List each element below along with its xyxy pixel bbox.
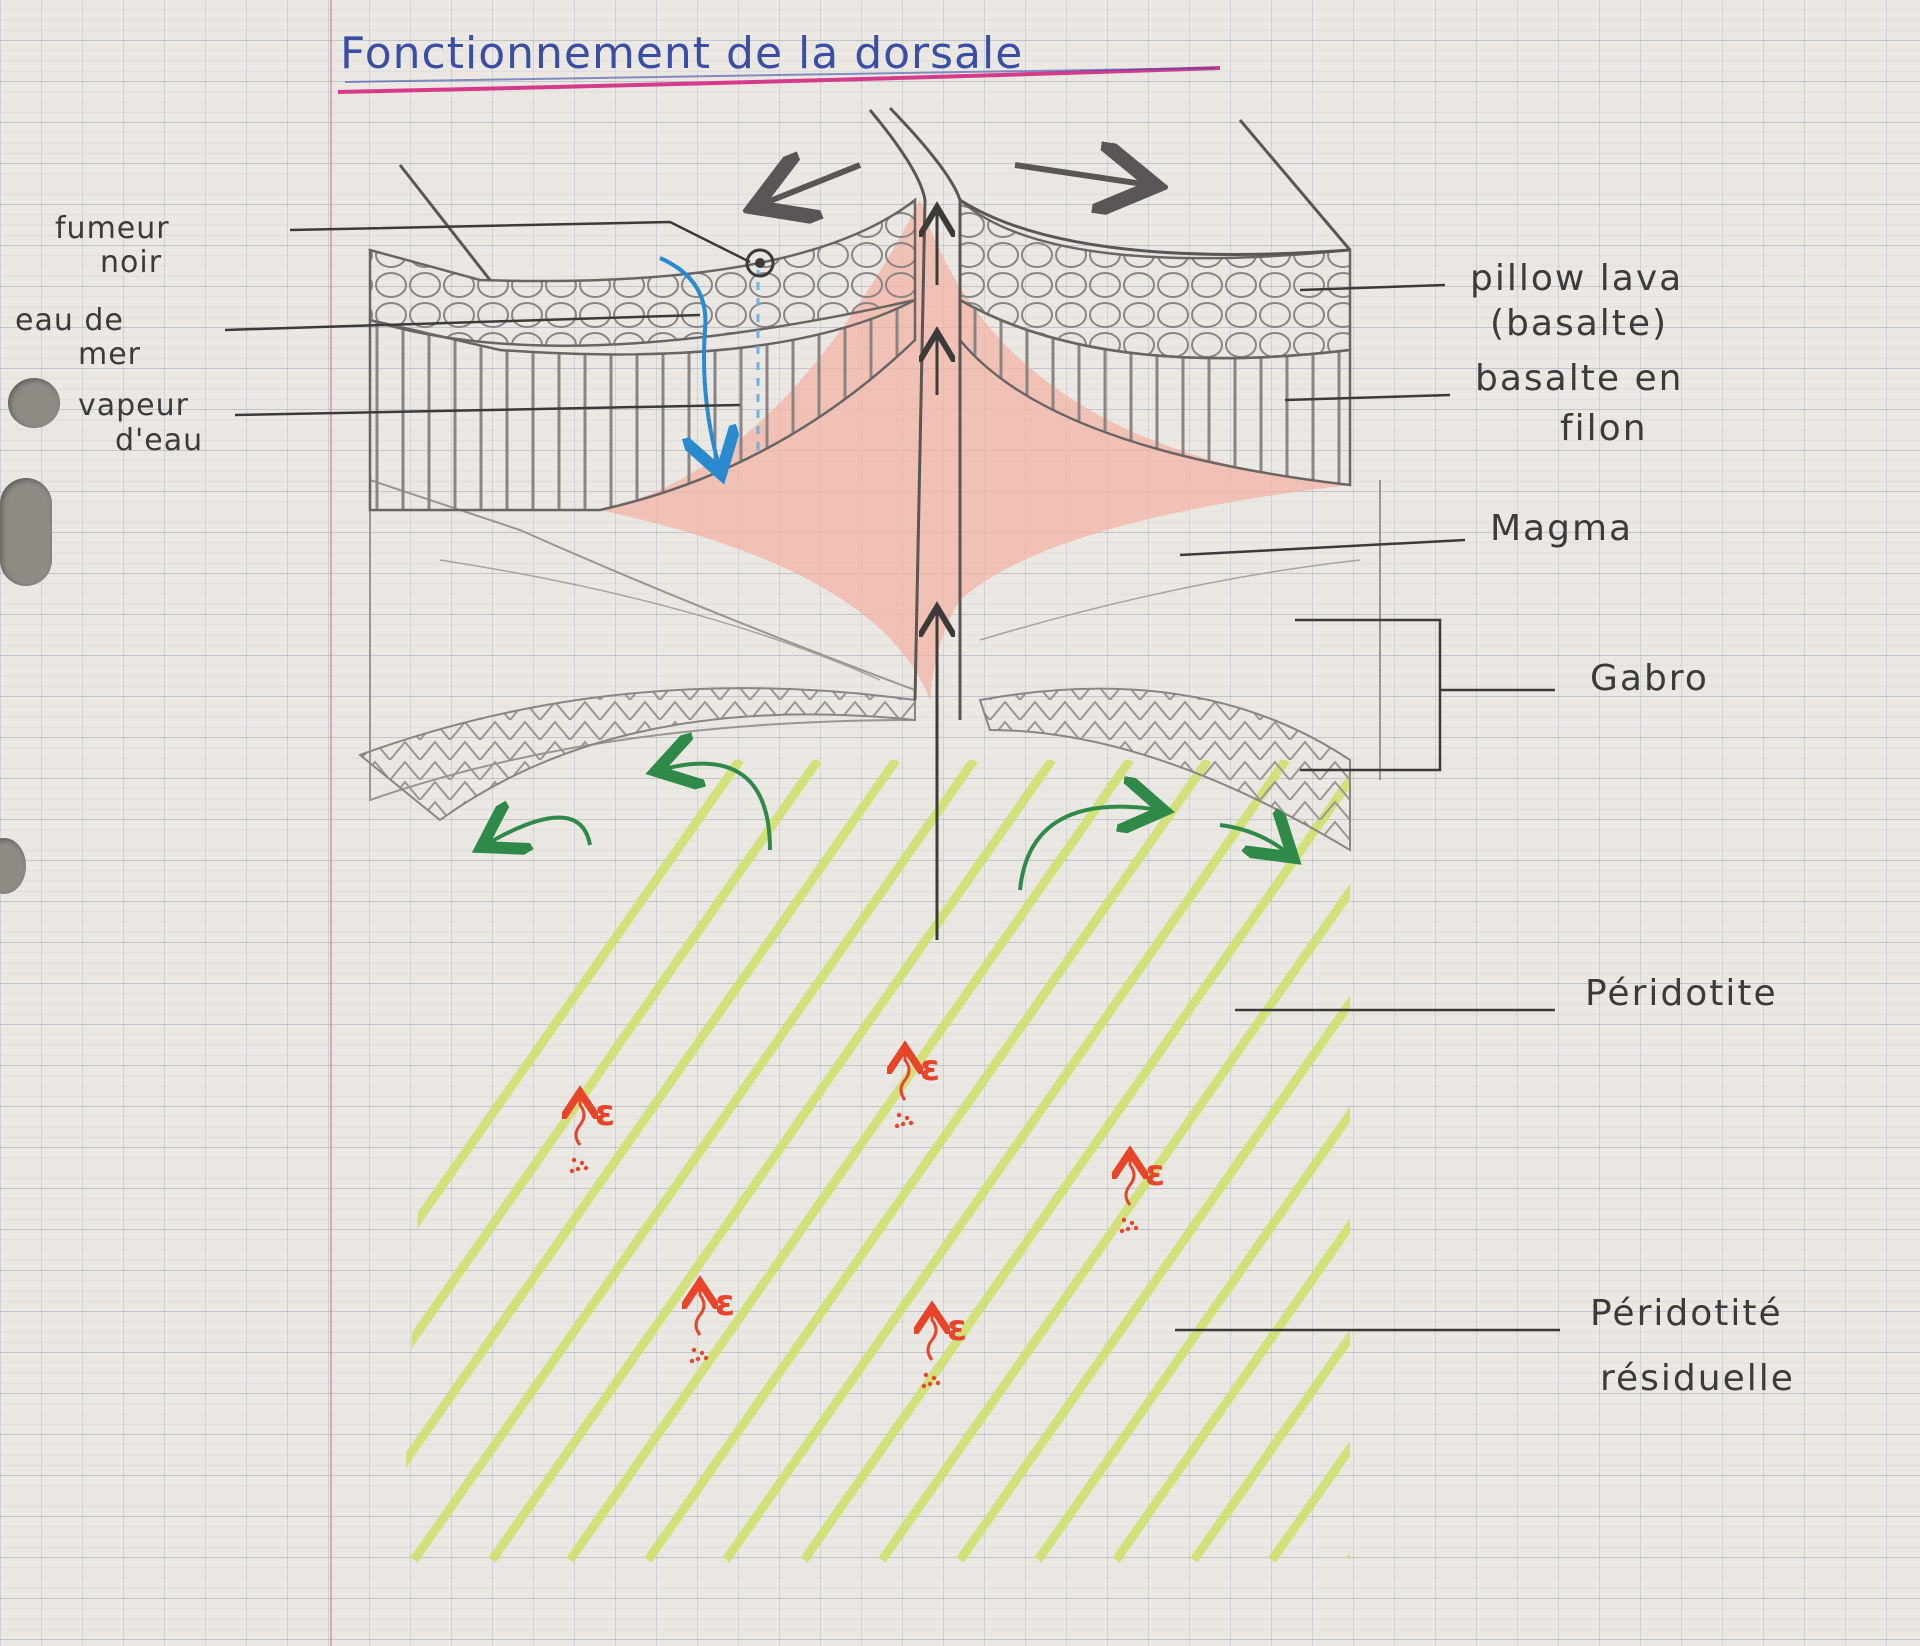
mantle-hatch-line (400, 760, 900, 1563)
label-residuelle-line2: résiduelle (1600, 1358, 1795, 1399)
mantle-hatch-line (1506, 760, 1920, 1560)
label-fumeur-line1: fumeur (55, 211, 170, 246)
label-pillow-line1: pillow lava (1470, 258, 1683, 299)
melt-dot (896, 1112, 902, 1118)
melt-dot (904, 1115, 910, 1121)
energy-markers: ε ε ε ε ε (569, 1048, 1165, 1389)
mantle-hatch-line (956, 760, 1350, 1563)
black-smoker-icon (745, 248, 775, 278)
melt-dot (569, 1168, 575, 1174)
mantle-hatch-line (1584, 760, 1920, 1560)
melt-dot (923, 1372, 929, 1378)
label-filon-line2: filon (1560, 408, 1648, 449)
melt-dot (894, 1123, 900, 1129)
black-smoker-core (755, 258, 765, 268)
mantle-hatch-line (1346, 760, 1350, 1563)
mantle-hatch-line (644, 760, 1212, 1563)
divergence-arrow-right (1014, 165, 1150, 185)
energy-arrow-icon (696, 1285, 704, 1336)
title-underline-blue (344, 67, 1216, 83)
magma-chamber (600, 200, 1350, 700)
energy-symbol: ε (715, 1283, 735, 1324)
flow-arrow-left-1 (485, 818, 592, 846)
mantle-hatch-line (1428, 760, 1920, 1560)
energy-symbol: ε (920, 1048, 940, 1089)
melt-dot (583, 1165, 589, 1171)
seawater-arrow (659, 256, 720, 470)
margin-line (330, 0, 332, 1646)
melt-dot (931, 1375, 937, 1381)
melt-dot (579, 1160, 585, 1166)
ridge-outline (398, 106, 1352, 720)
right-leader-lines (1175, 283, 1560, 1332)
melt-dot (1119, 1228, 1125, 1234)
energy-symbol: ε (947, 1308, 967, 1349)
melt-dot (935, 1380, 941, 1386)
gabbro-layer (358, 478, 1381, 852)
title-underline (337, 66, 1221, 94)
label-magma: Magma (1490, 508, 1633, 549)
mantle-hatch-line (410, 760, 978, 1563)
mantle-hatch-line (1034, 760, 1350, 1563)
mantle-hatch-line (566, 760, 1134, 1563)
label-fumeur-line2: noir (100, 245, 162, 280)
mantle-hatch-line (400, 760, 744, 1563)
label-residuelle-line1: Péridotité (1590, 1293, 1783, 1334)
energy-symbol: ε (1145, 1153, 1165, 1194)
label-eau-line1: eau de (15, 303, 124, 338)
melt-dot (703, 1355, 709, 1361)
mantle-hatch-line (1190, 760, 1350, 1563)
label-pillow-line2: (basalte) (1490, 303, 1668, 344)
binder-hole (8, 378, 60, 428)
label-peridotite: Péridotite (1585, 973, 1778, 1014)
melt-dot (691, 1347, 697, 1353)
diagram-title: Fonctionnement de la dorsale (340, 28, 1023, 79)
melt-dot (575, 1166, 581, 1172)
energy-symbol: ε (595, 1093, 615, 1134)
flow-arrow-right-1 (1018, 807, 1160, 891)
melt-dot (1121, 1217, 1127, 1223)
melt-dot (571, 1157, 577, 1163)
energy-arrow-icon (576, 1095, 584, 1146)
flow-arrow-left-2 (660, 764, 772, 851)
melt-dot (908, 1120, 914, 1126)
melt-dot (699, 1350, 705, 1356)
melt-dot (927, 1381, 933, 1387)
mantle-hatch-line (800, 760, 1350, 1563)
energy-arrow-icon (901, 1050, 909, 1101)
flow-arrow-right-2 (1219, 825, 1290, 855)
melt-dot (921, 1383, 927, 1389)
mantle-hatch-line (1268, 760, 1350, 1563)
energy-arrow-icon (1126, 1155, 1134, 1206)
mantle-hatch-line (1662, 760, 1920, 1560)
label-vapeur-line1: vapeur (78, 388, 189, 423)
mantle-hatch-line (1112, 760, 1350, 1563)
mantle-hatch-line (722, 760, 1290, 1563)
melt-dot (1125, 1226, 1131, 1232)
label-gabro: Gabro (1590, 658, 1709, 699)
left-leader-lines (224, 220, 751, 417)
melt-dot (689, 1358, 695, 1364)
divergence-arrow-left (760, 165, 862, 205)
mantle-hatch (400, 760, 1920, 1563)
mantle-hatch-line (488, 760, 1056, 1563)
mantle-hatch-line (878, 760, 1350, 1563)
melt-dot (1129, 1220, 1135, 1226)
label-filon-line1: basalte en (1475, 358, 1683, 399)
mantle-hatch-line (400, 760, 822, 1563)
melt-dot (695, 1356, 701, 1362)
label-eau-line2: mer (78, 337, 141, 372)
energy-arrow-icon (928, 1310, 936, 1361)
binder-hole (0, 478, 52, 586)
pillow-lava-layer (368, 197, 1352, 360)
melt-dot (900, 1121, 906, 1127)
label-vapeur-line2: d'eau (115, 423, 203, 458)
melt-dot (1133, 1225, 1139, 1231)
